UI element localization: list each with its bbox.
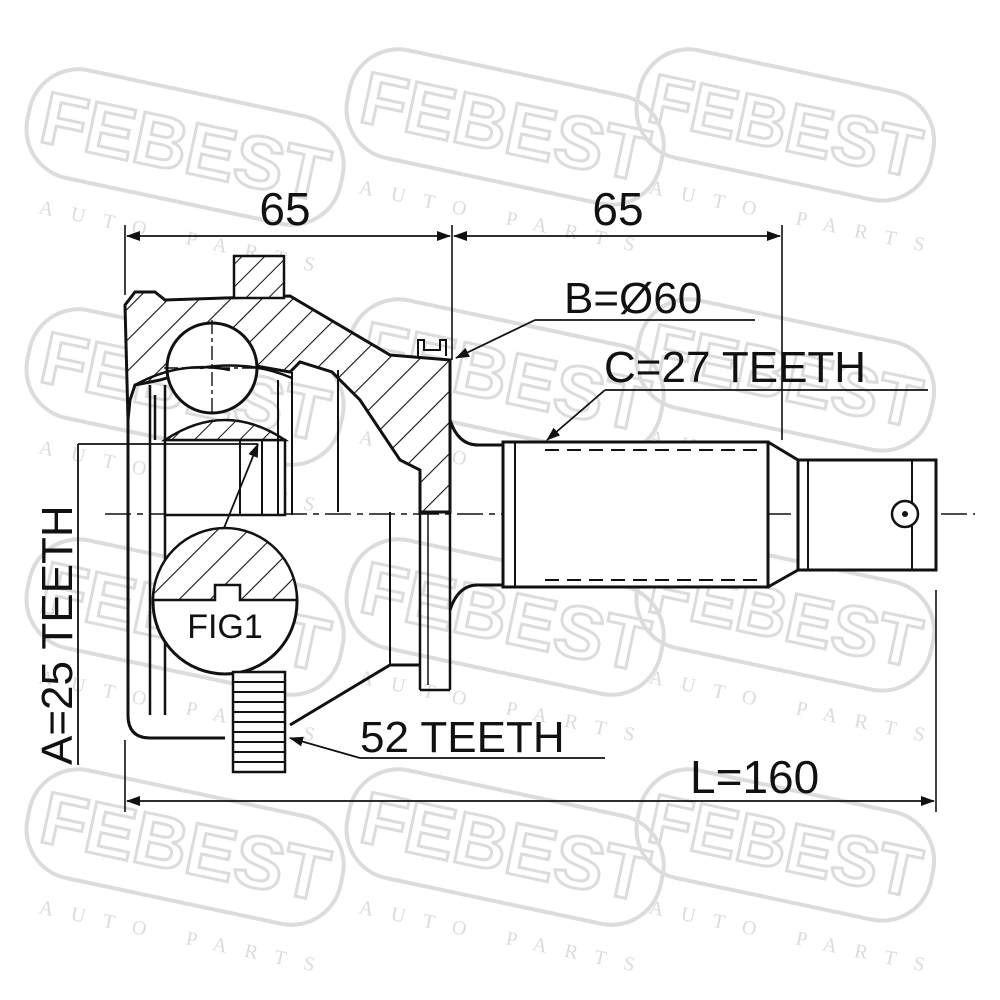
watermark-tile: FEBEST AUTO PARTS: [634, 47, 945, 260]
leader-arrow: [223, 443, 259, 529]
diameter-label: B=Ø60: [564, 274, 702, 323]
abs-teeth-label: 52 TEETH: [360, 713, 565, 762]
total-length-label: L=160: [690, 751, 819, 803]
spline-teeth: [545, 449, 765, 581]
leader-arrow: [546, 389, 606, 441]
callout-diameter: B=Ø60: [455, 274, 755, 359]
inner-race: [134, 320, 293, 715]
leader-arrow: [455, 319, 536, 359]
housing-notch: [417, 339, 447, 356]
callout-outer-teeth: C=27 TEETH: [546, 343, 928, 441]
dim-left-label: 65: [259, 183, 310, 235]
watermark-brand: FEBEST: [354, 56, 657, 198]
cotter-hole-center: [902, 511, 908, 517]
abs-ring: [231, 670, 287, 774]
inner-teeth-label: A=25 TEETH: [33, 505, 82, 765]
fig1-label: FIG1: [187, 608, 263, 646]
inner-race-body: [163, 438, 287, 517]
watermark-brand: FEBEST: [642, 59, 928, 193]
outer-teeth-label: C=27 TEETH: [604, 343, 866, 392]
cage-arc: [134, 364, 293, 387]
callout-abs-teeth: 52 TEETH: [289, 713, 605, 762]
watermark-tile: FEBEST AUTO PARTS: [24, 67, 346, 280]
fig1-detail: FIG1: [151, 526, 299, 676]
housing-outline-lower: [126, 420, 225, 740]
callout-inner-teeth: A=25 TEETH: [33, 443, 259, 765]
watermark-tile: FEBEST AUTO PARTS: [24, 767, 346, 980]
dimension-top: 65 65: [124, 183, 783, 440]
top-tooth-stub: [232, 254, 286, 300]
tooth-stub: [232, 254, 286, 300]
output-shaft: [448, 419, 938, 611]
watermark-brand: FEBEST: [354, 776, 657, 918]
dim-right-label: 65: [592, 183, 643, 235]
watermark-brand: FEBEST: [34, 776, 337, 918]
spline-section: [501, 440, 770, 589]
fig1-hatch: [151, 526, 299, 602]
abs-ring-teeth: [233, 681, 285, 763]
dimension-bottom: L=160: [124, 590, 937, 812]
watermark-tile: FEBEST AUTO PARTS: [344, 767, 666, 980]
inner-race-top: [160, 418, 290, 442]
leader-arrow: [289, 736, 361, 759]
